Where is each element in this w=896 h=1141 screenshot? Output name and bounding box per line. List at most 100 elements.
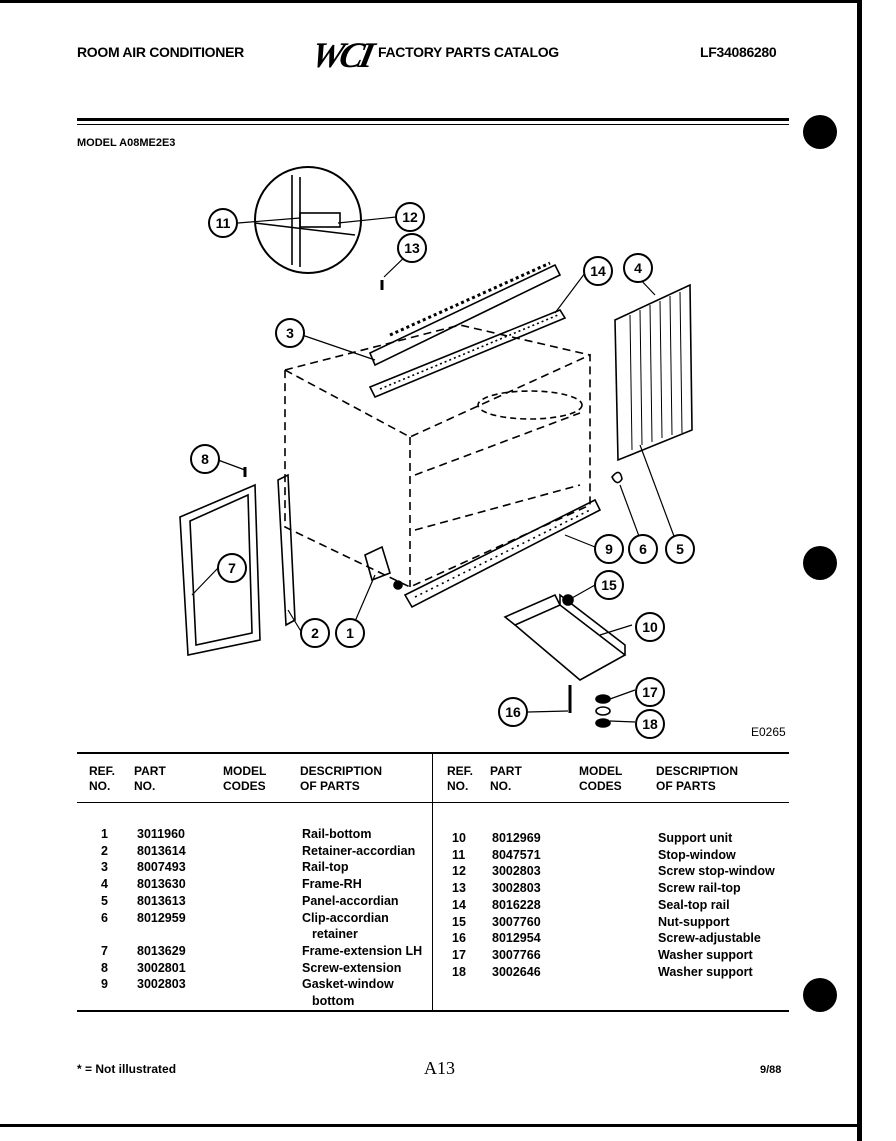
table-cell: 15 bbox=[452, 914, 466, 929]
table-cell: Screw-adjustable bbox=[658, 931, 761, 946]
callout-9: 9 bbox=[594, 534, 624, 564]
right-part-column: 8012969 8047571 3002803 3002803 8016228 … bbox=[492, 830, 541, 980]
table-cell: Support unit bbox=[658, 831, 733, 845]
table-cell: 7 bbox=[101, 943, 108, 958]
binder-hole-middle bbox=[803, 546, 837, 580]
table-cell: Clip-accordian bbox=[302, 910, 389, 925]
svg-text:10: 10 bbox=[642, 619, 658, 635]
detail-magnifier bbox=[254, 166, 362, 274]
svg-text:4: 4 bbox=[634, 260, 642, 276]
table-cell: 5 bbox=[101, 893, 108, 908]
table-cell: 3002803 bbox=[492, 881, 541, 896]
exploded-parts-diagram: 11 12 13 14 4 3 8 7 2 1 9 6 5 15 10 17 1… bbox=[179, 166, 695, 739]
table-cell: 8012954 bbox=[492, 931, 541, 946]
table-cell: 8016228 bbox=[492, 897, 541, 912]
table-cell: 17 bbox=[452, 947, 466, 962]
part-gasket-window-bottom bbox=[403, 498, 602, 609]
page-frame-bottom bbox=[0, 1124, 862, 1127]
table-cell: 6 bbox=[101, 910, 108, 925]
table-cell: 16 bbox=[452, 931, 466, 946]
header-rule-thin bbox=[77, 124, 789, 125]
header-catalog-number: LF34086280 bbox=[700, 44, 777, 60]
table-cell: 14 bbox=[452, 897, 466, 912]
table-cell: Seal-top rail bbox=[658, 897, 730, 912]
svg-text:9: 9 bbox=[605, 541, 613, 557]
callout-15: 15 bbox=[594, 570, 624, 600]
table-cell: 8 bbox=[101, 960, 108, 975]
part-support-unit bbox=[513, 604, 627, 681]
svg-text:11: 11 bbox=[216, 215, 231, 231]
table-bottom-rule bbox=[77, 1010, 789, 1012]
table-cell: 2 bbox=[101, 843, 108, 858]
table-cell: 12 bbox=[452, 864, 466, 879]
table-cell: 18 bbox=[452, 964, 466, 979]
part-frame-extension-lh bbox=[179, 483, 261, 656]
table-cell: 3007760 bbox=[492, 914, 541, 929]
svg-text:6: 6 bbox=[639, 541, 647, 557]
svg-text:13: 13 bbox=[404, 240, 420, 256]
table-cell: 8012969 bbox=[492, 831, 541, 845]
callout-16: 16 bbox=[498, 697, 528, 727]
table-cell: 8007493 bbox=[137, 860, 186, 875]
callout-8: 8 bbox=[190, 444, 220, 474]
page-number: A13 bbox=[424, 1058, 455, 1078]
svg-text:1: 1 bbox=[346, 625, 354, 641]
callout-2: 2 bbox=[300, 618, 330, 648]
part-rail-bottom bbox=[364, 545, 391, 582]
callout-18: 18 bbox=[635, 709, 665, 739]
header-catalog-title: FACTORY PARTS CATALOG bbox=[378, 44, 559, 60]
callout-11: 11 bbox=[208, 208, 238, 238]
callout-10: 10 bbox=[635, 612, 665, 642]
header-ref-right: REF.NO. bbox=[447, 764, 474, 793]
table-cell: 3011960 bbox=[137, 827, 185, 841]
table-cell: 3 bbox=[101, 860, 108, 875]
svg-text:18: 18 bbox=[642, 716, 658, 732]
page-frame-top bbox=[0, 0, 862, 3]
left-desc-column: Rail-bottom Retainer-accordian Rail-top … bbox=[302, 826, 422, 1010]
header-product: ROOM AIR CONDITIONER bbox=[77, 44, 244, 60]
table-cell: 13 bbox=[452, 881, 466, 896]
callout-1: 1 bbox=[335, 618, 365, 648]
table-cell: Washer support bbox=[658, 947, 753, 962]
brand-logo: WCI bbox=[307, 35, 375, 75]
svg-text:17: 17 bbox=[642, 684, 658, 700]
left-part-column: 3011960 8013614 8007493 8013630 8013613 … bbox=[137, 826, 186, 993]
svg-text:5: 5 bbox=[676, 541, 684, 557]
table-cell: 3002803 bbox=[492, 864, 541, 879]
table-cell: Screw stop-window bbox=[658, 864, 775, 879]
part-seal-top-rail bbox=[368, 309, 567, 399]
print-date: 9/88 bbox=[760, 1064, 782, 1076]
part-retainer-accordian bbox=[277, 473, 296, 627]
part-frame-rh bbox=[614, 283, 693, 462]
table-cell: 4 bbox=[101, 877, 108, 892]
svg-text:12: 12 bbox=[402, 209, 418, 225]
callout-12: 12 bbox=[395, 202, 425, 232]
part-clip-accordian bbox=[611, 471, 623, 484]
table-cell: 8013629 bbox=[137, 943, 186, 958]
right-ref-column: 10 11 12 13 14 15 16 17 18 bbox=[452, 830, 466, 980]
binder-hole-top bbox=[803, 115, 837, 149]
svg-text:2: 2 bbox=[311, 625, 319, 641]
table-cell: 8012959 bbox=[137, 910, 186, 925]
table-top-rule bbox=[77, 752, 789, 754]
right-desc-column: Support unit Stop-window Screw stop-wind… bbox=[658, 830, 775, 980]
svg-text:3: 3 bbox=[286, 325, 294, 341]
page-frame-right bbox=[857, 0, 862, 1141]
callout-3: 3 bbox=[275, 318, 305, 348]
model-number: MODEL A08ME2E3 bbox=[77, 137, 176, 149]
callout-17: 17 bbox=[635, 677, 665, 707]
table-cell: Stop-window bbox=[658, 847, 736, 862]
table-cell: Panel-accordian bbox=[302, 893, 399, 908]
table-cell: Retainer-accordian bbox=[302, 843, 416, 858]
table-cell: retainer bbox=[312, 927, 358, 942]
callout-7: 7 bbox=[217, 553, 247, 583]
table-cell: bottom bbox=[312, 994, 355, 1009]
svg-text:16: 16 bbox=[505, 704, 521, 720]
table-cell: 3002646 bbox=[492, 964, 541, 979]
header-ref-left: REF.NO. bbox=[89, 764, 116, 793]
callout-5: 5 bbox=[665, 534, 695, 564]
table-cell: 8013613 bbox=[137, 893, 186, 908]
